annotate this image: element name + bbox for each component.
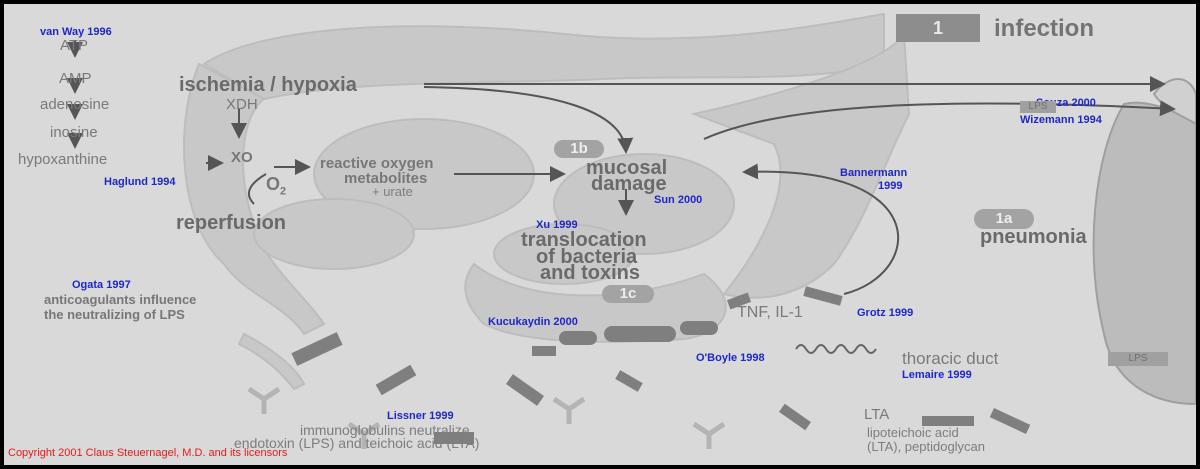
citation-lemaire: Lemaire 1999	[902, 370, 972, 381]
infection-title: infection	[994, 17, 1094, 41]
citation-ogata: Ogata 1997	[72, 280, 131, 291]
pathway-amp: AMP	[59, 71, 92, 86]
badge-1c: 1c	[602, 285, 654, 303]
pathway-inosine: inosine	[50, 125, 98, 140]
thoracic-duct-label: thoracic duct	[902, 350, 998, 367]
citation-wizemann: Wizemann 1994	[1020, 115, 1102, 126]
anticoagulants-line-1: anticoagulants influence	[44, 293, 196, 306]
citation-lissner: Lissner 1999	[387, 411, 454, 422]
badge-1b: 1b	[554, 140, 604, 158]
anticoagulants-line-2: the neutralizing of LPS	[44, 308, 185, 321]
thoracic-duct-squiggle	[796, 345, 876, 353]
pathway-hypoxanthine: hypoxanthine	[18, 152, 107, 167]
lps-box-right: LPS	[1108, 352, 1168, 366]
tnf-label: TNF, IL-1	[737, 305, 803, 321]
translocation-line-3: and toxins	[540, 263, 640, 283]
ros-line-1: reactive oxygen	[320, 156, 433, 171]
o2-label: O2	[266, 175, 286, 198]
infection-number-box: 1	[896, 14, 980, 42]
pathway-atp: ATP	[60, 38, 88, 53]
citation-bannermann-line-1: Bannermann	[840, 168, 907, 179]
lipoteichoic-line-1: lipoteichoic acid	[867, 426, 959, 439]
citation-haglund: Haglund 1994	[104, 177, 176, 188]
citation-sun: Sun 2000	[654, 195, 702, 206]
citation-kucukaydin: Kucukaydin 2000	[488, 317, 578, 328]
ros-line-3: + urate	[372, 185, 413, 198]
xdh-label: XDH	[226, 97, 258, 112]
o2-text: O	[266, 174, 280, 194]
lta-label: LTA	[864, 407, 889, 422]
citation-grotz: Grotz 1999	[857, 308, 913, 319]
pneumonia-label: pneumonia	[980, 227, 1087, 247]
pathway-adenosine: adenosine	[40, 97, 109, 112]
intestine-illustration	[184, 14, 909, 389]
mucosal-line-2: damage	[591, 174, 667, 194]
lipoteichoic-line-2: (LTA), peptidoglycan	[867, 440, 985, 453]
reperfusion-label: reperfusion	[176, 213, 286, 233]
citation-oboyle: O'Boyle 1998	[696, 353, 765, 364]
citation-bannermann-line-2: 1999	[878, 181, 902, 192]
ischemia-label: ischemia / hypoxia	[179, 75, 357, 95]
lps-box: LPS	[1020, 101, 1056, 113]
xo-label: XO	[231, 150, 253, 165]
o2-subscript: 2	[280, 186, 286, 198]
copyright-notice: Copyright 2001 Claus Steuernagel, M.D. a…	[8, 448, 287, 459]
o2-curve	[249, 174, 266, 204]
